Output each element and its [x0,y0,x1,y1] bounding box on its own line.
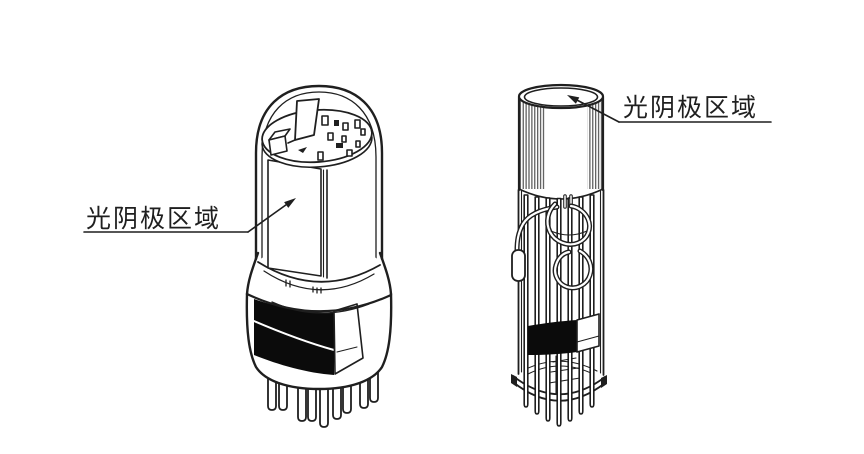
base-white-panel-line [336,346,358,353]
internal-structure-figure [511,83,607,427]
getter-box-front [268,135,288,156]
base-band-highlight-line [253,320,335,351]
rod-pin [578,196,584,415]
ring-end-left [511,374,517,387]
arrow-icon [284,198,296,208]
callout-right: 光阴极区域 [567,94,772,123]
rod-pin [567,197,573,422]
sleeve-hatch-left [519,100,546,189]
rod-pin [534,196,540,415]
cage-label-band [528,320,577,355]
column-fill [268,160,327,278]
envelope-flare-right [378,251,393,296]
leader-line [573,97,620,123]
tube-base-outline [245,292,393,391]
rod-pin [545,197,551,422]
photocathode-label-right: 光阴极区域 [623,94,758,122]
wire-hook-cross-line [550,230,588,236]
glass-envelope-outline [254,84,384,261]
wire-leads [511,194,594,291]
leader-line [247,201,291,233]
photocathode-label-left: 光阴极区域 [86,205,221,233]
cage-label-white-panel [576,313,600,353]
photocathode-column [267,159,328,279]
ring-end-right [601,375,607,388]
electrode-plate-assembly [261,98,373,169]
contact-wedge [298,147,307,153]
callout-left: 光阴极区域 [83,198,296,233]
envelope-flare-left [245,251,260,296]
cage-side-walls [517,189,605,376]
flag-lead-line [287,139,296,144]
shield-flag [294,98,320,141]
cage-rods [523,194,595,427]
neck-collar-rings [245,261,393,314]
cage-white-panel-line [576,335,600,343]
base-label-white-panel [333,303,364,375]
rod-pin [589,194,595,408]
rod-pin [556,197,562,427]
photocathode-window-inner [523,87,599,107]
rod-pin [523,194,529,408]
support-capsule [511,249,526,282]
electrode-contacts [298,115,366,161]
arrow-icon [567,95,580,104]
assembled-pmt-figure [245,84,393,428]
sleeve-hatch-right [587,100,603,189]
